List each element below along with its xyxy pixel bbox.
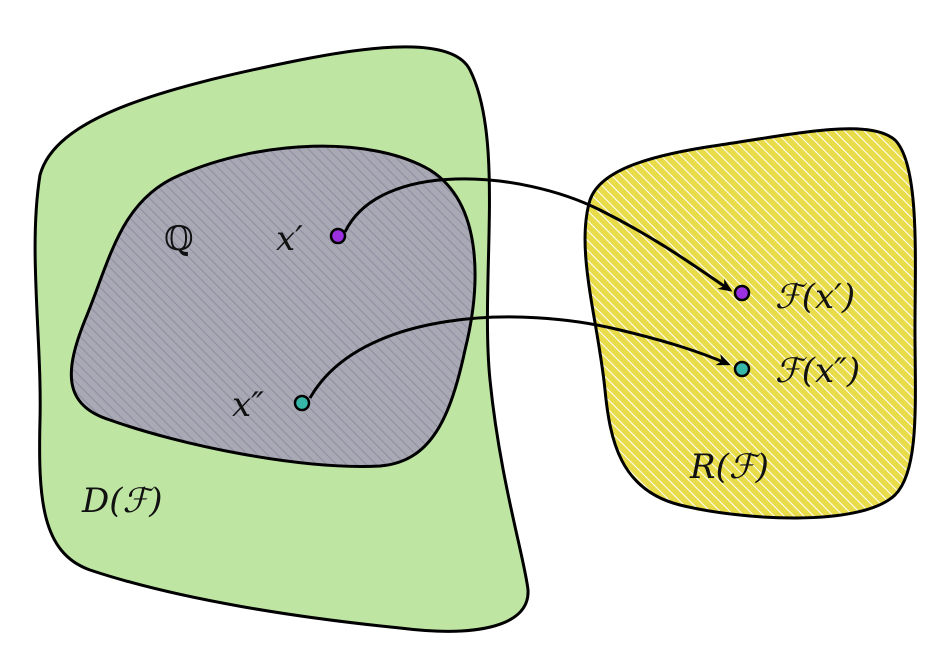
image-prime-label: ℱ(x′) <box>775 277 855 317</box>
point-image-prime <box>733 284 751 302</box>
point-x-double-prime-label: x″ <box>232 385 264 425</box>
range-region <box>583 127 917 520</box>
mapping-arrow-prime <box>343 177 733 292</box>
point-x-double-prime <box>293 394 311 412</box>
subset-label: ℚ <box>164 219 194 259</box>
subset-region <box>69 144 477 468</box>
point-x-prime <box>329 227 347 245</box>
mapping-arrow-double-prime <box>308 315 731 399</box>
domain-label: D(ℱ) <box>81 481 163 521</box>
image-double-prime-label: ℱ(x″) <box>775 351 860 391</box>
point-x-prime-label: x′ <box>276 219 303 259</box>
range-label: R(ℱ) <box>689 447 769 487</box>
point-image-double-prime <box>733 360 751 378</box>
